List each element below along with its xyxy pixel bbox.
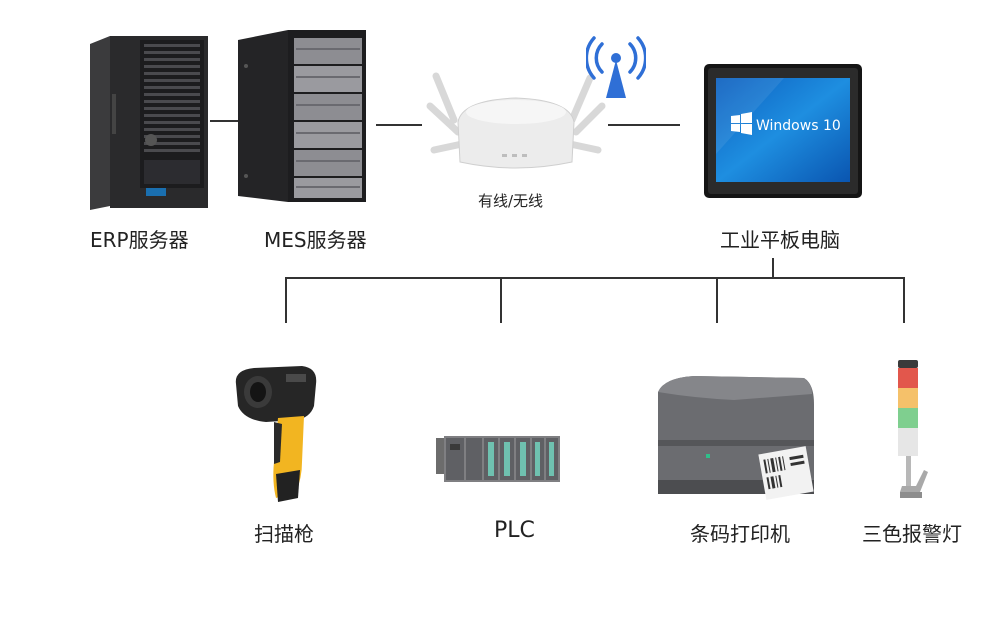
plc-image [436,432,560,486]
printer-label: 条码打印机 [690,522,790,546]
link-erp-mes [210,120,238,122]
tower-lamp-label: 三色报警灯 [862,522,962,546]
link-mes-router [376,124,422,126]
tablet-drop-line [772,258,774,278]
tablet-screen-text: Windows 10 [756,118,841,134]
erp-server-label: ERP服务器 [90,228,189,252]
erp-server-image [86,34,212,212]
drop-printer [716,277,718,323]
mes-server-image [236,26,368,206]
router-image [422,70,610,182]
link-router-tablet [608,124,680,126]
printer-image [654,370,818,504]
plc-label: PLC [494,518,535,543]
drop-plc [500,277,502,323]
wifi-signal-icon [586,34,646,102]
tablet-image [704,64,862,198]
router-label: 有线/无线 [478,192,544,210]
scanner-label: 扫描枪 [254,522,314,546]
bus-line [285,277,905,279]
mes-server-label: MES服务器 [264,228,367,252]
drop-lamp [903,277,905,323]
scanner-image [230,362,322,504]
drop-scanner [285,277,287,323]
tablet-label: 工业平板电脑 [720,228,840,252]
tower-lamp-image [890,358,930,506]
